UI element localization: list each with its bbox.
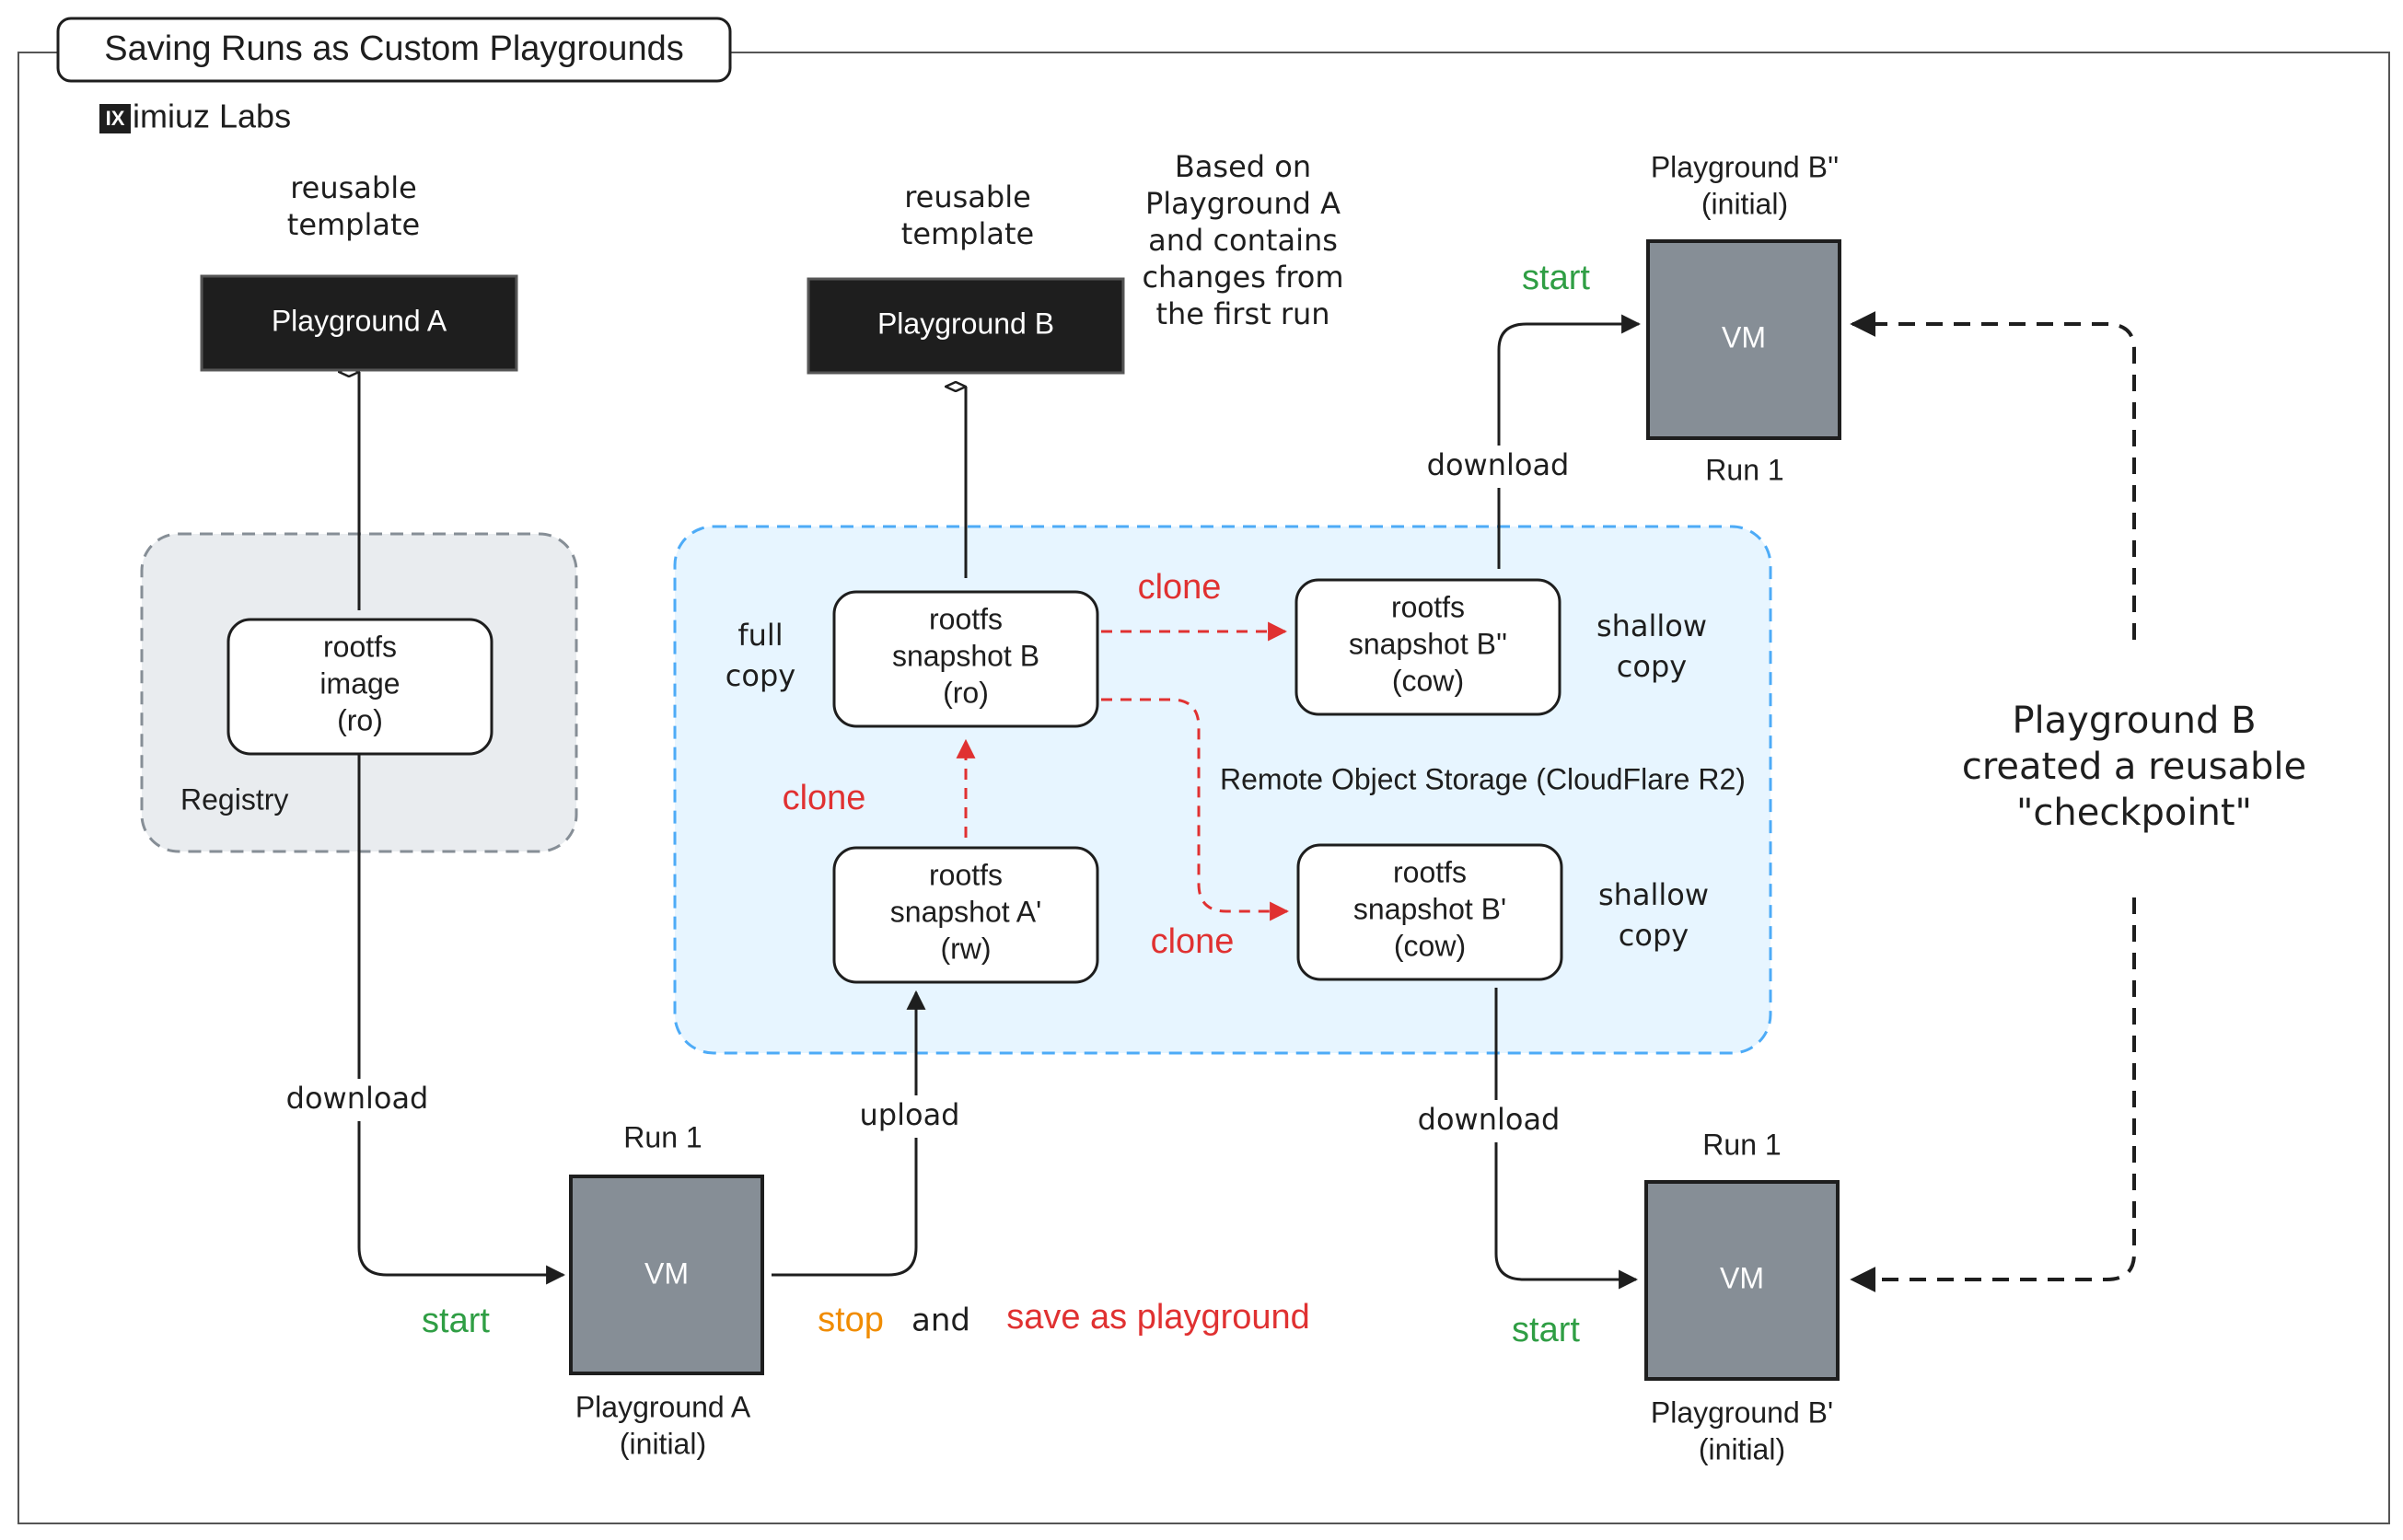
clone-label-top: clone	[1138, 568, 1222, 607]
snapshot-a-prime-node[interactable]: rootfs snapshot A' (rw)	[832, 846, 1099, 984]
vm-b-prime-label: VM	[1720, 1261, 1764, 1294]
vm-a-label: VM	[644, 1256, 689, 1290]
vm-b-double-bottom-label: Run 1	[1705, 453, 1783, 486]
download-b-double-label-bg	[1425, 446, 1573, 488]
page-title: Saving Runs as Custom Playgrounds	[104, 29, 683, 68]
checkpoint-connectors	[1850, 311, 2136, 1292]
vm-a-top-label: Run 1	[623, 1120, 702, 1153]
vm-b-prime-bottom-line-2: (initial)	[1699, 1432, 1785, 1465]
shallow-copy-2-line-2: copy	[1619, 918, 1689, 953]
rootfs-image-node[interactable]: rootfs image (ro)	[226, 618, 493, 756]
playground-b-description-line-1: Based on	[1175, 149, 1311, 184]
playground-a-node[interactable]: Playground A	[200, 274, 518, 372]
snapshot-b-line-2: snapshot B	[892, 639, 1039, 672]
upload-label-bg	[856, 1095, 976, 1138]
clone-b-to-b-prime-edge	[1101, 698, 1290, 921]
checkpoint-to-b-double-edge	[1850, 311, 2136, 640]
vm-b-double-top-line-1: Playground B''	[1651, 150, 1839, 183]
snapshot-b-prime-line-1: rootfs	[1393, 855, 1467, 888]
rootfs-image-line-3: (ro)	[337, 703, 383, 736]
shallow-copy-1-line-2: copy	[1617, 649, 1687, 684]
playground-a-note-line-2: template	[287, 207, 420, 242]
storage-label: Remote Object Storage (CloudFlare R2)	[1220, 762, 1746, 795]
download-a-label-bg	[287, 1079, 425, 1121]
snapshot-b-double-line-3: (cow)	[1392, 664, 1464, 697]
brand-name: imiuz Labs	[133, 98, 291, 135]
playground-a-label: Playground A	[272, 304, 447, 337]
download-b-double-label: download	[1427, 447, 1570, 482]
download-b-prime-label-bg	[1422, 1100, 1569, 1142]
download-a-label: download	[286, 1081, 429, 1116]
full-copy-line-2: copy	[726, 658, 795, 693]
snapshot-a-prime-line-3: (rw)	[940, 932, 991, 965]
snapshot-a-prime-line-2: snapshot A'	[890, 895, 1041, 928]
playground-b-note-line-1: reusable	[904, 179, 1031, 214]
clone-connectors	[956, 621, 1290, 921]
clone-label-bottom: clone	[1151, 922, 1235, 961]
checkpoint-note: Playground B created a reusable "checkpo…	[1962, 700, 2306, 834]
playground-a-note-line-1: reusable	[290, 170, 417, 205]
vm-b-prime-node[interactable]: VM	[1644, 1180, 1840, 1381]
connectors	[357, 314, 1642, 1290]
checkpoint-line-3: "checkpoint"	[2016, 792, 2252, 834]
vm-a-node[interactable]: VM	[569, 1175, 764, 1375]
title-tab	[56, 17, 732, 83]
snapshot-b-node[interactable]: rootfs snapshot B (ro)	[832, 590, 1099, 728]
shallow-copy-2-line-1: shallow	[1598, 877, 1709, 912]
playground-b-node[interactable]: Playground B	[807, 277, 1125, 375]
playground-b-label: Playground B	[877, 307, 1054, 340]
save-as-playground-label: save as playground	[1006, 1298, 1310, 1337]
registry-label: Registry	[180, 782, 288, 816]
start-b-prime-label: start	[1512, 1311, 1580, 1349]
rootfs-image-line-1: rootfs	[323, 630, 397, 663]
vm-a-bottom-line-2: (initial)	[620, 1427, 706, 1460]
vm-b-double-label: VM	[1722, 320, 1766, 353]
snapshot-b-prime-line-3: (cow)	[1394, 929, 1466, 962]
vm-b-prime-top-label: Run 1	[1702, 1128, 1781, 1161]
vm-b-double-top-line-2: (initial)	[1701, 187, 1788, 220]
playground-b-description-line-2: Playground A	[1145, 186, 1341, 221]
checkpoint-to-b-prime-edge	[1850, 897, 2136, 1292]
snapshot-b-prime-line-2: snapshot B'	[1353, 892, 1506, 925]
rootfs-image-line-2: image	[319, 666, 400, 700]
stop-label: stop	[818, 1301, 884, 1339]
download-a-edge	[357, 755, 566, 1285]
full-copy-line-1: full	[737, 618, 783, 653]
download-b-prime-label: download	[1418, 1102, 1561, 1137]
snapshot-b-prime-node[interactable]: rootfs snapshot B' (cow)	[1296, 843, 1563, 981]
and-label: and	[911, 1303, 970, 1339]
logo-icon	[99, 104, 131, 133]
shallow-copy-1-line-1: shallow	[1596, 608, 1707, 643]
brand: IX imiuz Labs	[99, 98, 291, 135]
vm-a-bottom-line-1: Playground A	[575, 1390, 751, 1423]
clone-label-left: clone	[783, 779, 866, 817]
playground-b-description-line-5: the first run	[1155, 296, 1329, 331]
upload-edge	[772, 990, 926, 1277]
start-a-label: start	[422, 1302, 490, 1340]
checkpoint-line-2: created a reusable	[1962, 746, 2306, 788]
playground-b-note-line-2: template	[901, 216, 1034, 251]
playground-b-description-line-3: and contains	[1148, 223, 1338, 258]
checkpoint-line-1: Playground B	[2012, 700, 2256, 742]
snapshot-a-prime-line-1: rootfs	[929, 858, 1003, 891]
start-b-double-label: start	[1522, 259, 1590, 297]
download-b-double-edge	[1497, 314, 1642, 569]
vm-b-prime-bottom-line-1: Playground B'	[1651, 1395, 1833, 1429]
playground-b-description: Based on Playground A and contains chang…	[1142, 149, 1343, 331]
snapshot-b-double-line-1: rootfs	[1391, 590, 1465, 623]
upload-label: upload	[860, 1097, 960, 1132]
snapshot-b-line-1: rootfs	[929, 602, 1003, 635]
frame: Saving Runs as Custom Playgrounds	[17, 17, 2390, 1524]
snapshot-b-double-node[interactable]: rootfs snapshot B'' (cow)	[1294, 578, 1561, 716]
snapshot-b-line-3: (ro)	[943, 676, 989, 709]
download-b-prime-edge	[1494, 988, 1639, 1290]
vm-b-double-node[interactable]: VM	[1646, 239, 1841, 440]
logo-letters: IX	[106, 107, 125, 130]
playground-b-description-line-4: changes from	[1142, 260, 1343, 295]
snapshot-b-double-line-2: snapshot B''	[1349, 627, 1507, 660]
